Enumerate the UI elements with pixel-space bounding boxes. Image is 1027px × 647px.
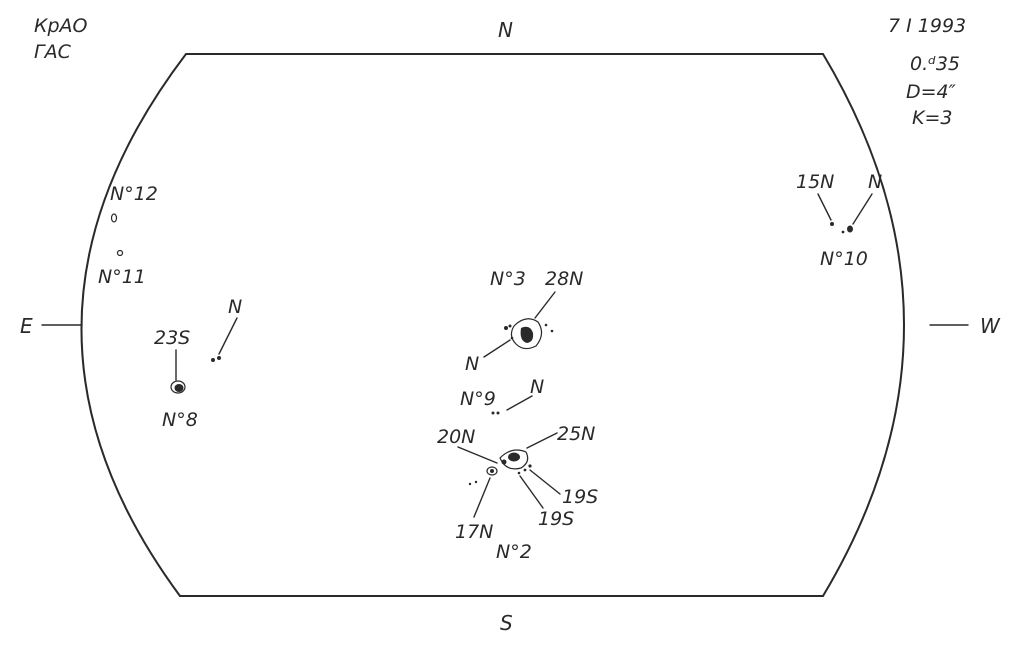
group-2-label-19s-a: 19S [562,486,598,508]
group-2-trailing-umbra [490,469,494,473]
group-8-penumbra [170,380,186,394]
group-10-label-n: N [868,171,882,193]
group-8-spot-b [217,356,221,360]
group-2-label-19s-b: 19S [538,508,574,530]
group-2-leader-19s-a [529,469,561,495]
group-8-number: N°8 [162,409,198,431]
group-10-label-15n: 15N [796,171,834,193]
group-9-number: N°9 [460,388,496,410]
group-2-leader-19s-b [519,475,544,509]
group-2-spot-b [523,468,527,472]
group-10-leader-a [817,193,832,221]
group-10-spot-b [841,230,845,234]
group-2-leader-20n [457,446,498,464]
group-2-umbra-main [508,452,520,462]
west-label: W [980,314,1001,338]
group-2-number: N°2 [496,541,532,563]
group-2-label-20n: 20N [437,426,475,448]
group-8-label-23s: 23S [154,327,190,349]
group-12-number: N°12 [110,183,158,205]
group-9-leader-n [506,395,533,411]
group-2-penumbra [499,449,529,470]
seeing-quality: K=3 [912,107,952,129]
group-2-leader-17n [473,477,491,518]
group-3-number: N°3 [490,268,526,290]
group-11-spot [116,249,124,257]
observatory-instrument: ГАС [34,41,72,63]
group-8-umbra [174,384,184,392]
group-2-spot-a [528,464,532,468]
group-9-label-n: N [530,376,544,398]
group-9-spot-b [496,411,500,415]
disk-outline [80,53,905,597]
observatory-name: КрАО [34,15,88,37]
observation-time: 0.ᵈ35 [910,53,960,75]
group-2-spot-e [474,480,478,484]
group-2-spot-d [468,482,472,486]
group-3-spot-a [504,326,508,330]
group-3-label-n: N [465,353,479,375]
group-8-spot-a [211,358,215,362]
group-10-leader-b [852,193,873,225]
group-8-leader-n [218,317,238,355]
group-2-spot-c [517,471,521,475]
group-3-spot-c [544,323,548,327]
north-label: N [498,18,513,42]
group-10-number: N°10 [820,248,868,270]
group-2-label-17n: 17N [455,521,493,543]
group-2-umbra-small [501,459,507,465]
group-11-number: N°11 [98,266,146,288]
group-12-spot [110,213,118,223]
group-2-label-25n: 25N [557,423,595,445]
group-9-spot-a [491,411,495,415]
group-3-leader-28n [534,291,556,319]
group-3-spot-e [510,336,514,340]
observation-date: 7 I 1993 [888,15,966,37]
group-2-leader-25n [526,432,558,449]
group-3-umbra [520,326,534,343]
group-3-leader-n [483,339,511,358]
disk-diameter: D=4″ [906,81,956,103]
group-10-spot-a [830,222,834,226]
group-2-trailing-penumbra [486,466,498,476]
group-8-label-n: N [228,296,242,318]
east-label: E [20,314,33,338]
group-3-spot-b [508,324,512,328]
group-10-spot-c [847,225,853,233]
south-label: S [500,611,513,635]
group-3-label-28n: 28N [545,268,583,290]
group-3-spot-d [550,329,554,333]
